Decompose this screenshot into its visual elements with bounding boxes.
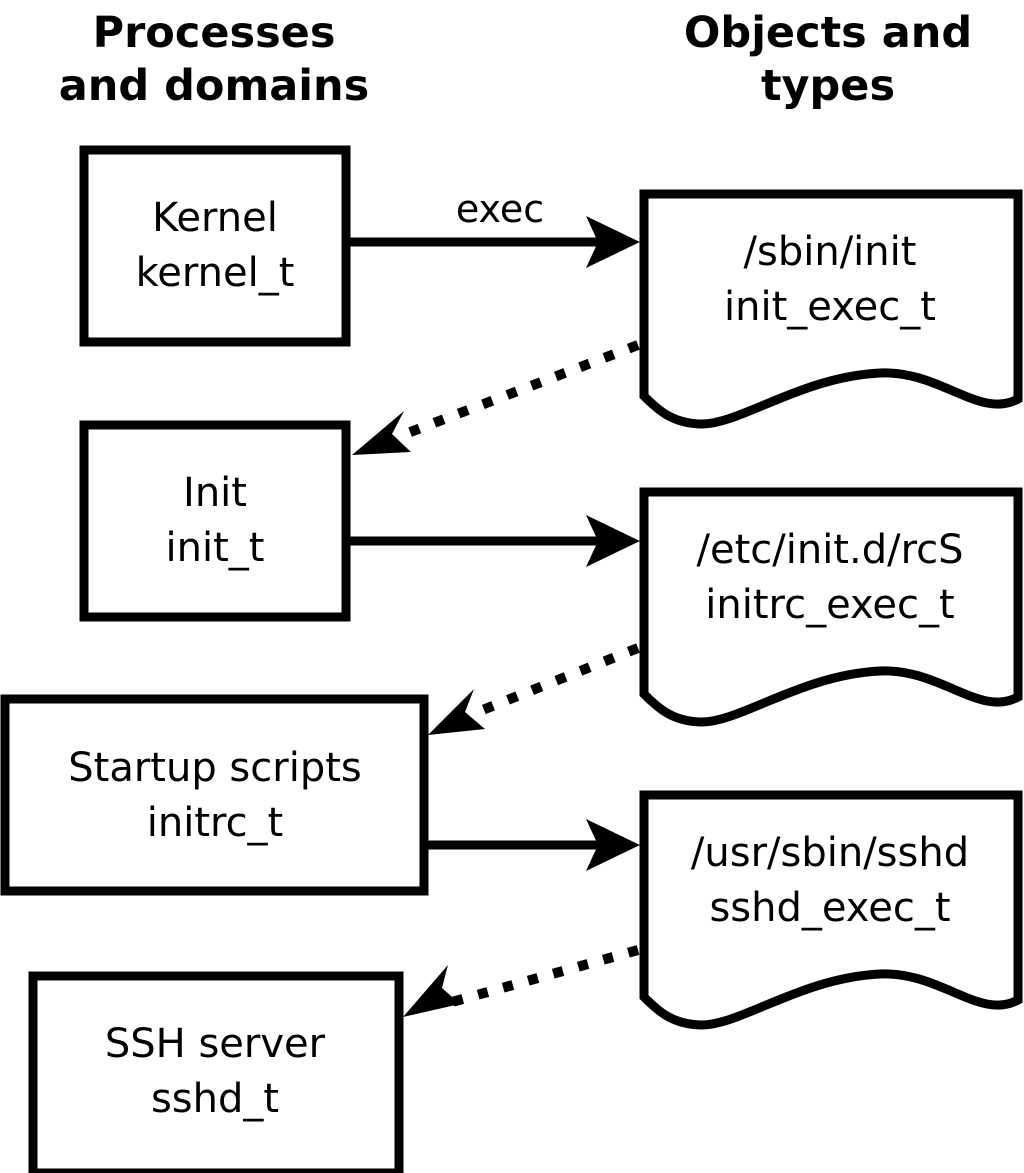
column-heading-processes-line2: and domains: [59, 61, 369, 111]
node-sshd_exec-label-line2: sshd_exec_t: [709, 885, 950, 931]
node-init-label-line2: init_t: [166, 525, 265, 571]
node-sshd-label-line2: sshd_t: [151, 1076, 279, 1122]
node-kernel-label-line1: Kernel: [152, 195, 278, 241]
edge-line: [398, 340, 640, 441]
edge-line: [450, 945, 640, 1007]
node-initrc[interactable]: Startup scripts initrc_t: [0, 694, 429, 896]
edge-line: [473, 643, 640, 718]
edge-initrc-exec-sshd_exec: [428, 819, 640, 871]
node-init_exec-document-shape[interactable]: [639, 189, 1023, 429]
column-heading-objects-line2: types: [761, 61, 895, 111]
edge-initrc_exec-transition-initrc: [428, 643, 640, 735]
arrow-head-icon: [586, 515, 640, 567]
node-sshd_exec-document-shape[interactable]: [639, 790, 1023, 1030]
node-initrc-box[interactable]: [0, 694, 429, 896]
node-sshd[interactable]: SSH server sshd_t: [28, 971, 404, 1173]
node-kernel-label-line2: kernel_t: [136, 250, 295, 296]
edge-init-exec-initrc_exec: [350, 515, 640, 567]
arrow-head-icon: [586, 819, 640, 871]
node-initrc_exec[interactable]: /etc/init.d/rcS initrc_exec_t: [639, 487, 1023, 727]
column-heading-processes-line1: Processes: [93, 8, 336, 58]
node-sshd_exec[interactable]: /usr/sbin/sshd sshd_exec_t: [639, 790, 1023, 1030]
node-initrc-label-line1: Startup scripts: [68, 745, 361, 791]
node-init_exec-label-line1: /sbin/init: [744, 229, 917, 275]
node-initrc-label-line2: initrc_t: [147, 800, 284, 846]
node-initrc_exec-label-line2: initrc_exec_t: [705, 582, 954, 628]
edge-init_exec-transition-init: [352, 340, 640, 455]
node-init_exec[interactable]: /sbin/init init_exec_t: [639, 189, 1023, 429]
node-sshd-box[interactable]: [28, 971, 404, 1173]
arrow-head-icon: [586, 216, 640, 268]
column-heading-objects-line1: Objects and: [684, 8, 972, 58]
arrow-head-icon: [428, 689, 485, 735]
node-init-box[interactable]: [79, 420, 351, 622]
node-initrc_exec-document-shape[interactable]: [639, 487, 1023, 727]
node-initrc_exec-label-line1: /etc/init.d/rcS: [696, 527, 963, 573]
edge-label-exec: exec: [456, 187, 544, 231]
edge-kernel-exec-init_exec: exec: [350, 187, 640, 268]
node-kernel-box[interactable]: [79, 145, 351, 347]
arrow-head-icon: [352, 411, 411, 455]
node-init-label-line1: Init: [183, 470, 247, 516]
column-heading-objects: Objects and types: [684, 8, 972, 111]
node-kernel[interactable]: Kernel kernel_t: [79, 145, 351, 347]
node-sshd-label-line1: SSH server: [105, 1021, 326, 1067]
column-heading-processes: Processes and domains: [59, 8, 369, 111]
arrow-head-icon: [403, 965, 460, 1017]
node-sshd_exec-label-line1: /usr/sbin/sshd: [691, 830, 969, 876]
node-init[interactable]: Init init_t: [79, 420, 351, 622]
edge-sshd_exec-transition-sshd: [403, 945, 640, 1017]
node-init_exec-label-line2: init_exec_t: [724, 284, 936, 330]
